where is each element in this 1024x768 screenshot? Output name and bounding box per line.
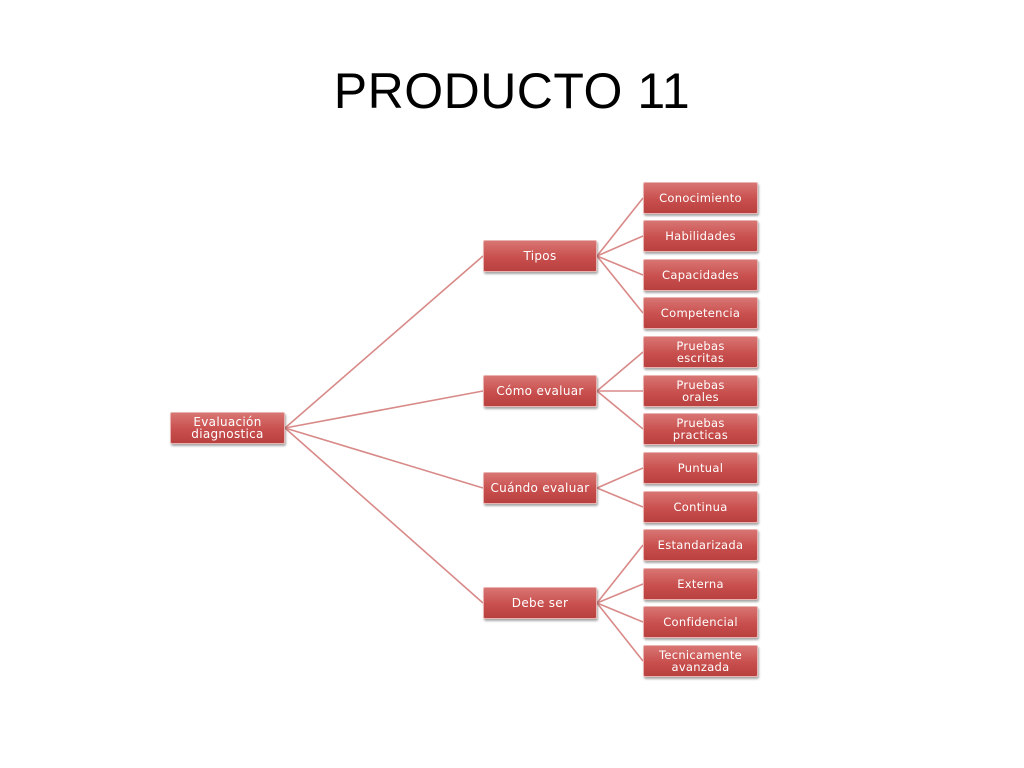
link-tipos-2 xyxy=(596,235,644,257)
branch-node-debe-ser: Debe ser xyxy=(483,587,597,619)
link-como-3 xyxy=(596,390,644,430)
leaf-node: Pruebas escritas xyxy=(643,336,758,368)
link-root-tipos xyxy=(284,255,484,429)
branch-node-tipos: Tipos xyxy=(483,240,597,272)
link-tipos-1 xyxy=(596,197,644,257)
link-debe-1 xyxy=(596,544,644,604)
leaf-node: Tecnicamente avanzada xyxy=(643,645,758,677)
root-node: Evaluación diagnostica xyxy=(170,412,285,444)
leaf-node: Continua xyxy=(643,491,758,523)
link-tipos-4 xyxy=(596,255,644,314)
leaf-node: Estandarizada xyxy=(643,529,758,561)
slide-title: PRODUCTO 11 xyxy=(333,63,691,119)
branch-node-como-evaluar: Cómo evaluar xyxy=(483,375,597,407)
link-tipos-3 xyxy=(596,255,644,276)
leaf-node: Competencia xyxy=(643,297,758,329)
leaf-node: Confidencial xyxy=(643,606,758,638)
link-debe-4 xyxy=(596,602,644,662)
link-root-debe xyxy=(284,427,484,604)
leaf-node: Habilidades xyxy=(643,220,758,252)
link-root-cuando xyxy=(284,427,484,489)
link-cuando-2 xyxy=(596,487,644,508)
branch-node-cuando-evaluar: Cuándo evaluar xyxy=(483,472,597,504)
link-debe-2 xyxy=(596,583,644,604)
leaf-node: Pruebas practicas xyxy=(643,413,758,445)
leaf-node: Capacidades xyxy=(643,259,758,291)
link-cuando-1 xyxy=(596,467,644,489)
leaf-node: Conocimiento xyxy=(643,182,758,214)
link-root-como xyxy=(284,390,484,429)
leaf-node: Externa xyxy=(643,568,758,600)
leaf-node: Puntual xyxy=(643,452,758,484)
link-como-1 xyxy=(596,351,644,392)
link-debe-3 xyxy=(596,602,644,623)
leaf-node: Pruebas orales xyxy=(643,375,758,407)
